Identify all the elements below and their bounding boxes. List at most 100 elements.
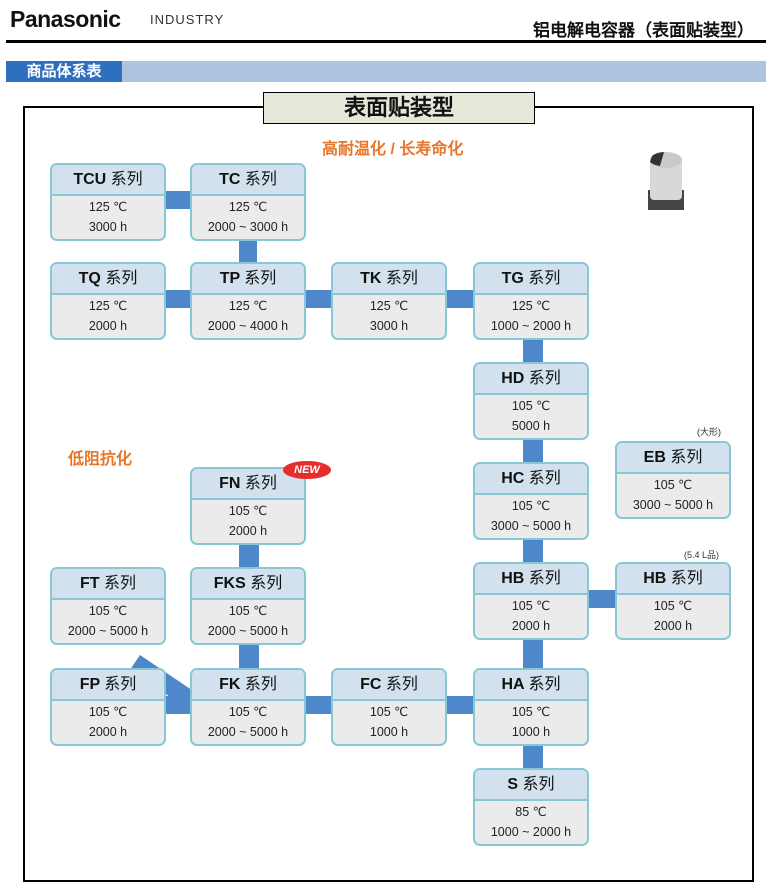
series-suffix: 系列 [244,676,277,693]
series-name: FP 系列 [52,670,164,701]
series-name: TG 系列 [475,264,587,295]
series-box-fn: FN 系列 105 ℃ 2000 h [190,467,306,545]
series-name: TK 系列 [333,264,445,295]
series-suffix: 系列 [104,676,137,693]
new-badge: NEW [283,461,331,479]
series-id: TQ [78,270,101,287]
series-box-fks: FKS 系列 105 ℃ 2000 ~ 5000 h [190,567,306,645]
series-suffix: 系列 [103,575,136,592]
connector [523,438,543,464]
connector [239,643,259,670]
series-life: 2000 h [88,725,128,739]
series-id: TP [219,270,240,287]
series-name: TQ 系列 [52,264,164,295]
series-name: TCU 系列 [52,165,164,196]
series-temp: 125 ℃ [511,299,551,313]
series-id: FP [79,676,100,693]
series-suffix: 系列 [250,575,283,592]
connector [164,191,192,209]
series-id: FC [360,676,382,693]
series-temp: 105 ℃ [88,604,128,618]
series-temp: 125 ℃ [369,299,409,313]
series-life: 1000 ~ 2000 h [490,825,572,839]
series-box-s: S 系列 85 ℃ 1000 ~ 2000 h [473,768,589,846]
series-name: HA 系列 [475,670,587,701]
series-name: TP 系列 [192,264,304,295]
series-life: 5000 h [511,419,551,433]
series-life: 2000 ~ 5000 h [207,624,289,638]
series-temp: 125 ℃ [228,299,268,313]
series-life: 3000 h [88,220,128,234]
series-suffix: 系列 [670,570,703,587]
series-box-fk: FK 系列 105 ℃ 2000 ~ 5000 h [190,668,306,746]
series-temp: 105 ℃ [228,504,268,518]
series-temp: 105 ℃ [511,399,551,413]
series-suffix: 系列 [528,270,561,287]
series-box-ha: HA 系列 105 ℃ 1000 h [473,668,589,746]
series-life: 3000 ~ 5000 h [632,498,714,512]
series-box-hc: HC 系列 105 ℃ 3000 ~ 5000 h [473,462,589,540]
capacitor-image [648,152,684,210]
section-bar [6,61,766,82]
series-name: EB 系列 [617,443,729,474]
series-box-hb: HB 系列 105 ℃ 2000 h [615,562,731,640]
series-temp: 125 ℃ [228,200,268,214]
series-life: 3000 ~ 5000 h [490,519,572,533]
series-life: 2000 h [228,524,268,538]
series-temp: 105 ℃ [228,705,268,719]
series-id: FKS [213,575,246,592]
series-box-tg: TG 系列 125 ℃ 1000 ~ 2000 h [473,262,589,340]
series-name: TC 系列 [192,165,304,196]
series-id: FK [219,676,241,693]
series-life: 1000 ~ 2000 h [490,319,572,333]
series-suffix: 系列 [105,270,138,287]
series-temp: 105 ℃ [511,599,551,613]
series-box-ft: FT 系列 105 ℃ 2000 ~ 5000 h [50,567,166,645]
series-name: HB 系列 [475,564,587,595]
series-suffix: 系列 [385,676,418,693]
series-box-fc: FC 系列 105 ℃ 1000 h [331,668,447,746]
series-box-tk: TK 系列 125 ℃ 3000 h [331,262,447,340]
connector [305,290,333,308]
panasonic-logo: Panasonic [10,6,121,32]
series-suffix: 系列 [385,270,418,287]
series-name: FK 系列 [192,670,304,701]
connector [523,638,543,670]
series-box-hb: HB 系列 105 ℃ 2000 h [473,562,589,640]
series-suffix: 系列 [522,776,555,793]
series-suffix: 系列 [670,449,703,466]
connector [588,590,616,608]
series-suffix: 系列 [244,171,277,188]
series-name: FT 系列 [52,569,164,600]
connector [239,238,257,264]
series-box-tp: TP 系列 125 ℃ 2000 ~ 4000 h [190,262,306,340]
series-life: 2000 ~ 5000 h [67,624,149,638]
connector [305,696,333,714]
series-id: TG [501,270,524,287]
series-id: HB [643,570,667,587]
series-suffix: 系列 [244,475,277,492]
series-name: HD 系列 [475,364,587,395]
frame-title: 表面贴装型 [263,92,535,124]
series-temp: 105 ℃ [228,604,268,618]
header-rule [6,40,766,43]
note-hb: (5.4 L品) [684,550,720,560]
series-life: 2000 ~ 5000 h [207,725,289,739]
series-box-tc: TC 系列 125 ℃ 2000 ~ 3000 h [190,163,306,241]
series-id: EB [643,449,666,466]
series-temp: 105 ℃ [369,705,409,719]
series-suffix: 系列 [528,570,561,587]
series-box-tcu: TCU 系列 125 ℃ 3000 h [50,163,166,241]
series-suffix: 系列 [528,370,561,387]
series-id: FT [79,575,100,592]
series-box-hd: HD 系列 105 ℃ 5000 h [473,362,589,440]
series-id: S [507,776,519,793]
series-temp: 105 ℃ [511,499,551,513]
series-suffix: 系列 [528,470,561,487]
category-low-esr: 低阻抗化 [68,451,133,468]
series-id: HA [501,676,525,693]
series-id: HC [501,470,525,487]
series-temp: 105 ℃ [653,599,693,613]
series-life: 1000 h [369,725,409,739]
series-temp: 105 ℃ [88,705,128,719]
